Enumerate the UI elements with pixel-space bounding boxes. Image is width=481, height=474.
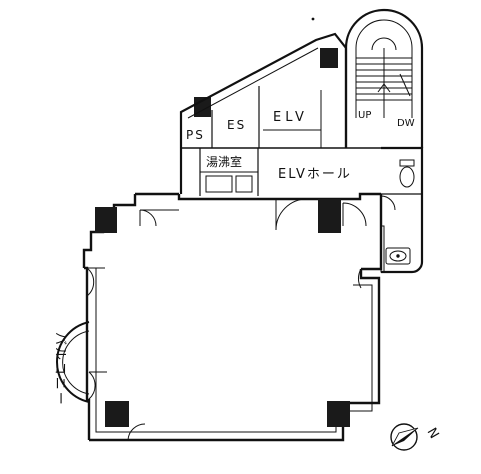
elv-label: ELV	[273, 110, 308, 125]
door-south	[127, 423, 146, 441]
door-top-left	[139, 209, 157, 227]
door-right	[357, 268, 380, 289]
stair-treads	[356, 57, 412, 101]
door-elv-hall	[275, 198, 308, 231]
kitchen-hall-band	[179, 147, 381, 196]
elv-hall-label: ELVホール	[278, 167, 352, 182]
column-top	[320, 48, 338, 68]
column-sw	[105, 401, 129, 427]
main-room-inner-wall	[95, 209, 373, 433]
north-label: N	[424, 426, 442, 442]
toilet-wing	[380, 146, 424, 274]
column-se	[327, 401, 350, 427]
dw-label: DW	[397, 118, 415, 129]
balcony-label: バルコニー	[52, 332, 67, 407]
north-arrow-icon: N	[390, 423, 442, 451]
columns	[95, 48, 350, 427]
kitchenette-label: 湯沸室	[206, 154, 242, 169]
toilet-fixture	[399, 159, 415, 188]
dot-mark	[311, 17, 315, 21]
column-nw	[95, 207, 117, 233]
stair-tower	[344, 8, 424, 148]
es-label: ES	[227, 118, 246, 132]
balcony: バルコニー	[52, 321, 90, 407]
ps-label: PS	[186, 128, 205, 142]
door-west-upper	[86, 267, 105, 297]
doors	[86, 198, 380, 441]
door-east	[342, 202, 367, 227]
column-ne	[318, 199, 341, 233]
sink-fixture	[385, 247, 411, 265]
door-west-lower	[88, 371, 107, 400]
up-label: UP	[358, 110, 371, 121]
